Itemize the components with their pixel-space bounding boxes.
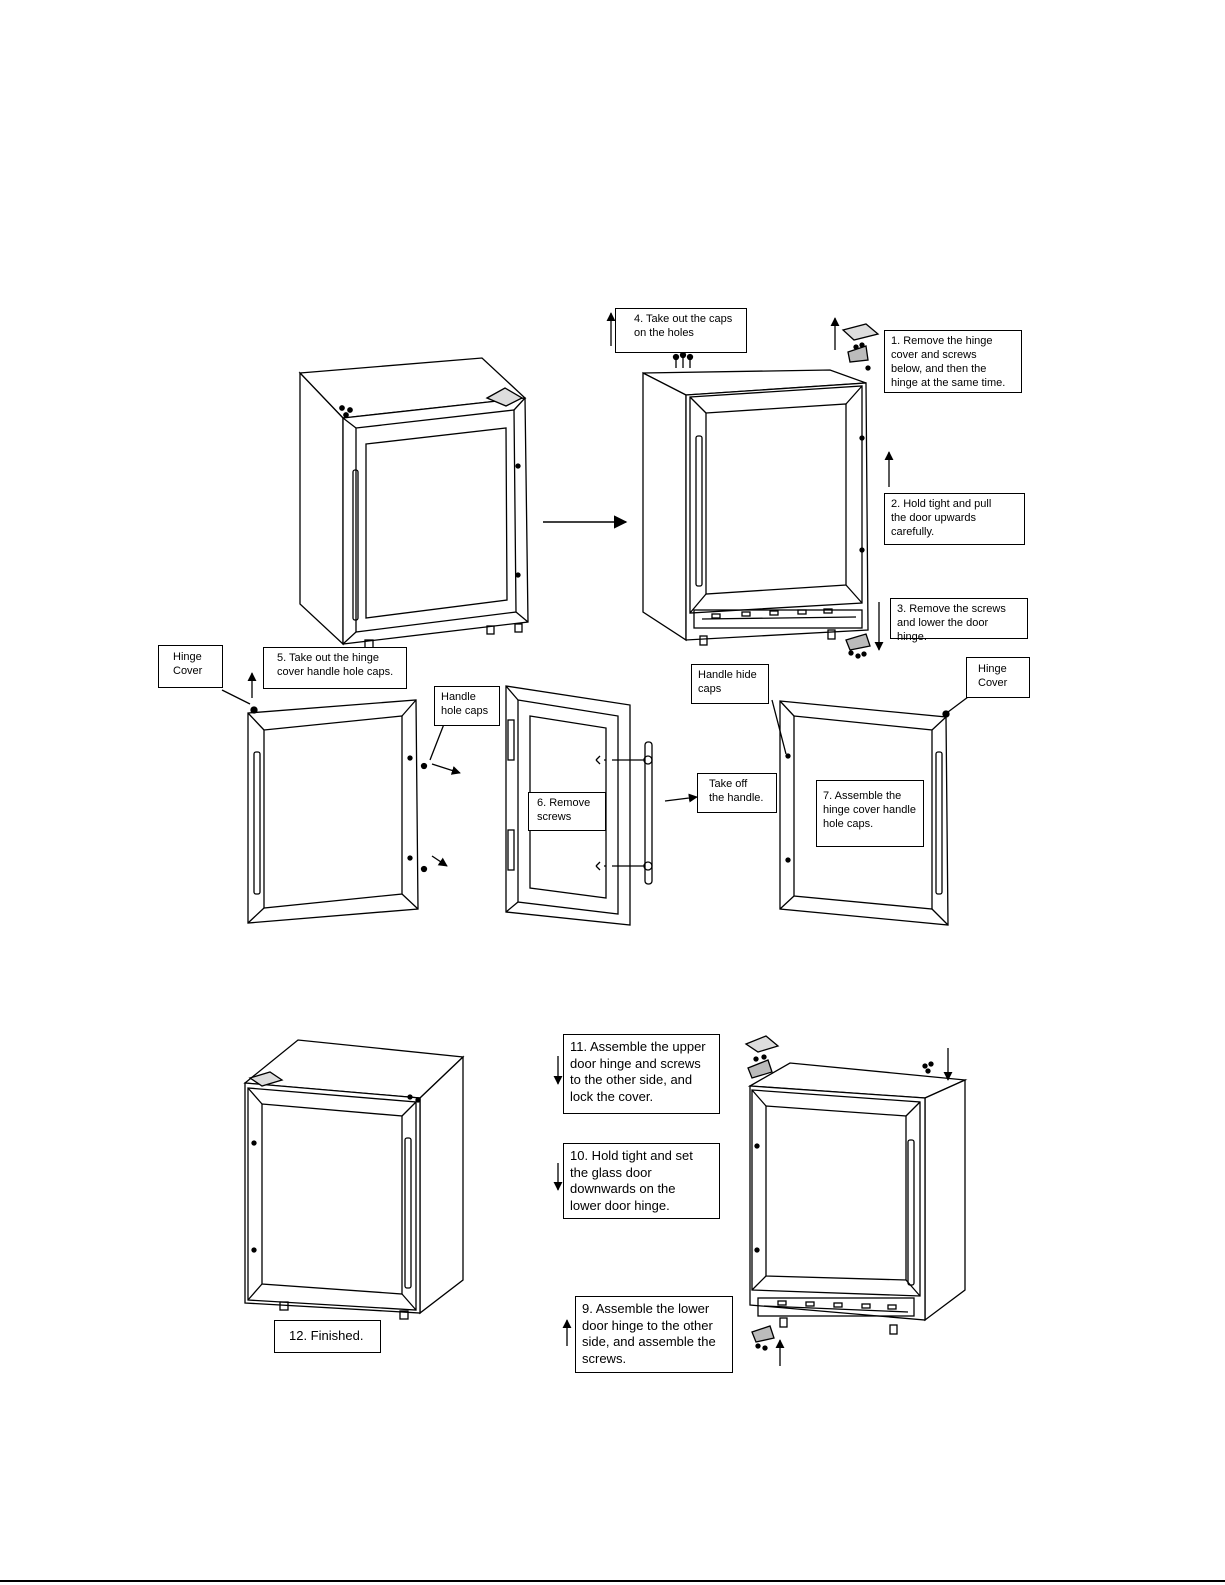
callout-step-4: 4. Take out the caps on the holes	[615, 308, 747, 353]
callout-step-5: 5. Take out the hinge cover handle hole …	[263, 647, 407, 689]
callout-step-11: 11. Assemble the upper door hinge and sc…	[563, 1034, 720, 1114]
page-bottom-rule	[0, 1580, 1225, 1582]
callout-step-7: 7. Assemble the hinge cover handle hole …	[816, 780, 924, 847]
callout-take-off-handle: Take off the handle.	[697, 773, 777, 813]
callout-step-2: 2. Hold tight and pull the door upwards …	[884, 493, 1025, 545]
fridge-reassembly	[553, 1035, 968, 1366]
callout-hinge-cover-left: Hinge Cover	[158, 645, 223, 688]
fridge-finished	[243, 1039, 465, 1320]
fridge-disassembly	[606, 312, 894, 659]
callout-step-1: 1. Remove the hinge cover and screws bel…	[884, 330, 1022, 393]
callout-handle-hole-caps: Handle hole caps	[434, 686, 500, 726]
callout-hinge-cover-right: Hinge Cover	[966, 657, 1030, 698]
callout-step-10: 10. Hold tight and set the glass door do…	[563, 1143, 720, 1219]
callout-step-6: 6. Remove screws	[528, 792, 606, 831]
callout-step-9: 9. Assemble the lower door hinge to the …	[575, 1296, 733, 1373]
fridge-original	[298, 357, 529, 649]
door-left	[221, 672, 461, 924]
callout-handle-hide-caps: Handle hide caps	[691, 664, 769, 704]
callout-step-3: 3. Remove the screws and lower the door …	[890, 598, 1028, 643]
callout-step-12: 12. Finished.	[274, 1320, 381, 1353]
